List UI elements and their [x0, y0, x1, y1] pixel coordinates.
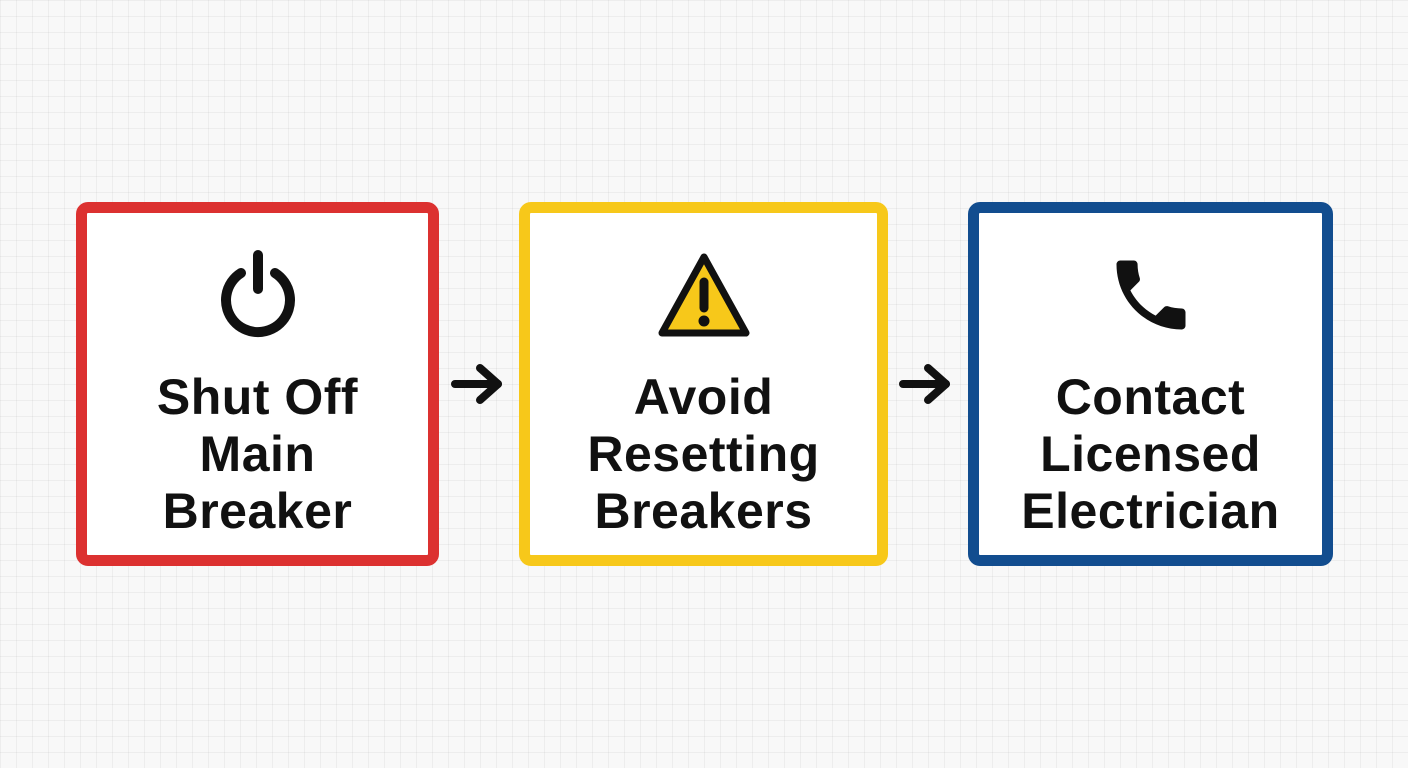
arrow-right-icon — [898, 362, 956, 406]
step-card-shut-off-main-breaker: Shut Off Main Breaker — [76, 202, 439, 566]
step-label-line: Resetting — [587, 426, 820, 482]
step-label: Contact Licensed Electrician — [979, 369, 1322, 540]
step-label-line: Breakers — [594, 483, 813, 539]
step-label-line: Avoid — [633, 369, 774, 425]
step-label: Shut Off Main Breaker — [87, 369, 428, 540]
step-label-line: Main — [199, 426, 316, 482]
step-label-line: Breaker — [162, 483, 353, 539]
power-icon — [212, 249, 304, 341]
warning-icon — [658, 249, 750, 341]
step-label-line: Licensed — [1040, 426, 1261, 482]
step-label: Avoid Resetting Breakers — [530, 369, 877, 540]
step-card-contact-licensed-electrician: Contact Licensed Electrician — [968, 202, 1333, 566]
step-card-avoid-resetting-breakers: Avoid Resetting Breakers — [519, 202, 888, 566]
step-label-line: Shut Off — [156, 369, 359, 425]
step-label-line: Electrician — [1021, 483, 1280, 539]
phone-icon — [1105, 249, 1197, 341]
step-label-line: Contact — [1055, 369, 1246, 425]
arrow-right-icon — [450, 362, 508, 406]
